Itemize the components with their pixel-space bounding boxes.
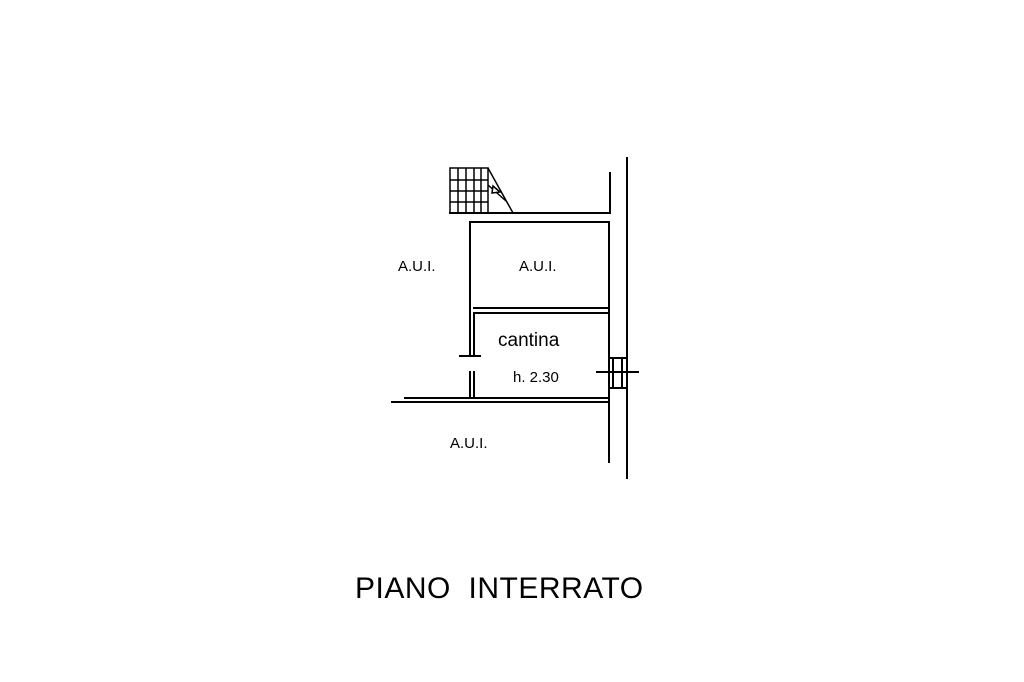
stair-arrow-icon — [491, 184, 502, 194]
stair-diagonal — [487, 167, 514, 214]
room-label-aui-left: A.U.I. — [398, 258, 436, 275]
staircase — [449, 167, 514, 214]
floor-title: PIANO INTERRATO — [355, 572, 644, 605]
room-label-aui-bottom: A.U.I. — [450, 435, 488, 452]
room-label-aui-top: A.U.I. — [519, 258, 557, 275]
labels: A.U.I. A.U.I. cantina h. 2.30 A.U.I. PIA… — [355, 258, 644, 605]
room-height-label: h. 2.30 — [513, 369, 559, 386]
walls — [391, 157, 639, 479]
room-label-cantina: cantina — [498, 330, 560, 351]
